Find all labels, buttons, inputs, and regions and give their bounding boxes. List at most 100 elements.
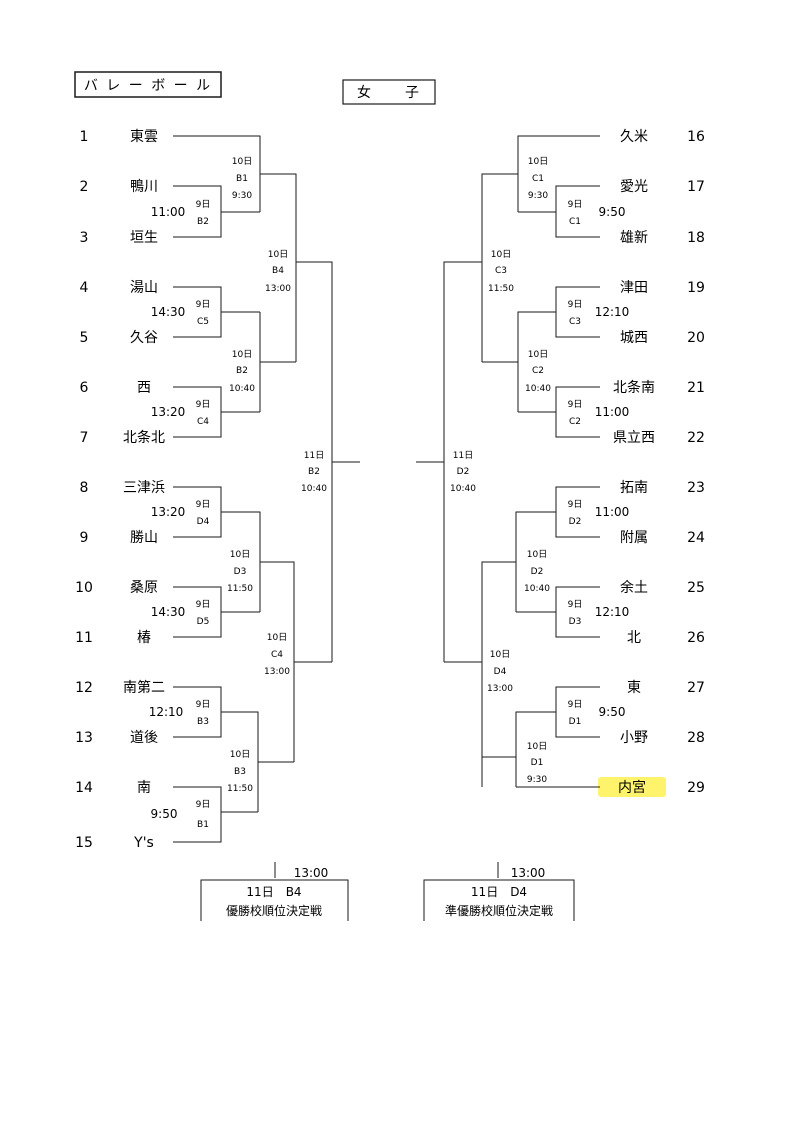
left-bracket-lines bbox=[173, 135, 360, 843]
match-time: 10:40 bbox=[525, 384, 551, 394]
team-name: 久米 bbox=[620, 129, 648, 145]
match-day: 9日 bbox=[196, 799, 211, 810]
match-time: 12:10 bbox=[595, 605, 630, 619]
final-match-right: 13:00 11日 D4 準優勝校順位決定戦 bbox=[423, 862, 575, 921]
team-number: 14 bbox=[75, 780, 93, 796]
match-court: D3 bbox=[569, 617, 582, 627]
match-time: 9:30 bbox=[528, 191, 548, 201]
match-time: 10:40 bbox=[450, 484, 476, 494]
match-court: D1 bbox=[531, 758, 544, 768]
match-time: 11:50 bbox=[227, 584, 253, 594]
match-court: D2 bbox=[531, 567, 544, 577]
team-number: 17 bbox=[687, 179, 705, 195]
match-court: B4 bbox=[272, 266, 284, 276]
match-day: 10日 bbox=[230, 549, 250, 560]
match-day: 9日 bbox=[568, 199, 583, 210]
team-number: 5 bbox=[80, 330, 89, 346]
match-court: C3 bbox=[495, 266, 507, 276]
match-day: 10日 bbox=[232, 349, 252, 360]
match-court: C5 bbox=[197, 317, 209, 327]
match-court: C1 bbox=[532, 174, 544, 184]
team-name: Y's bbox=[133, 835, 154, 851]
team-name: 附属 bbox=[620, 530, 648, 546]
team-name: 勝山 bbox=[130, 530, 158, 546]
team-name: 三津浜 bbox=[123, 480, 165, 496]
match-day: 9日 bbox=[196, 599, 211, 610]
team-name: 雄新 bbox=[620, 230, 648, 246]
match-time: 9:50 bbox=[599, 705, 626, 719]
match-day: 10日 bbox=[268, 249, 288, 260]
match-time: 11:50 bbox=[488, 284, 514, 294]
team-number: 8 bbox=[80, 480, 89, 496]
team-name: 北条北 bbox=[123, 429, 165, 446]
match-court: B2 bbox=[236, 366, 248, 376]
team-name: 東 bbox=[627, 680, 641, 696]
team-number: 1 bbox=[80, 129, 89, 145]
match-time: 13:20 bbox=[151, 405, 186, 419]
sport-title: バ レ ー ボ ー ル bbox=[84, 78, 212, 94]
match-court: C3 bbox=[569, 317, 581, 327]
team-number: 25 bbox=[687, 580, 705, 596]
right-bracket-lines bbox=[416, 135, 600, 788]
match-day: 9日 bbox=[196, 199, 211, 210]
match-day: 9日 bbox=[196, 299, 211, 310]
sport-title-box bbox=[74, 71, 222, 98]
match-court: B1 bbox=[197, 820, 209, 830]
team-name: 道後 bbox=[130, 730, 158, 746]
team-number: 24 bbox=[687, 530, 705, 546]
right-match-labels: 10日 C1 9:30 9日 C1 9:50 10日 C3 11:50 9日 C… bbox=[450, 156, 629, 785]
match-time: 12:10 bbox=[595, 305, 630, 319]
team-number: 15 bbox=[75, 835, 93, 851]
match-day: 11日 bbox=[304, 450, 324, 461]
match-day: 10日 bbox=[528, 156, 548, 167]
team-number: 9 bbox=[80, 530, 89, 546]
match-court: C2 bbox=[532, 366, 544, 376]
match-time: 10:40 bbox=[229, 384, 255, 394]
match-court: B3 bbox=[234, 767, 246, 777]
team-number: 2 bbox=[80, 179, 89, 195]
team-name: 津田 bbox=[620, 280, 648, 296]
team-number: 16 bbox=[687, 129, 705, 145]
match-court: B2 bbox=[308, 467, 320, 477]
gender-title: 女 子 bbox=[357, 84, 421, 101]
match-time: 13:20 bbox=[151, 505, 186, 519]
team-number: 26 bbox=[687, 630, 705, 646]
team-name: 東雲 bbox=[130, 129, 158, 145]
team-number: 13 bbox=[75, 730, 93, 746]
match-day: 9日 bbox=[196, 699, 211, 710]
final-label: 準優勝校順位決定戦 bbox=[445, 903, 553, 918]
team-number: 20 bbox=[687, 330, 705, 346]
team-number: 28 bbox=[687, 730, 705, 746]
team-name: 県立西 bbox=[613, 430, 655, 446]
match-time: 13:00 bbox=[265, 284, 291, 294]
match-day: 10日 bbox=[528, 349, 548, 360]
final-match: 11日 B4 bbox=[246, 885, 301, 899]
team-name: 南第二 bbox=[123, 679, 165, 696]
match-time: 11:00 bbox=[595, 405, 630, 419]
match-court: B1 bbox=[236, 174, 248, 184]
match-court: C4 bbox=[197, 417, 209, 427]
match-time: 11:00 bbox=[151, 205, 186, 219]
match-time: 14:30 bbox=[151, 305, 186, 319]
match-time: 12:10 bbox=[149, 705, 184, 719]
match-day: 9日 bbox=[196, 399, 211, 410]
left-team-list: 1 東雲 2 鴨川 3 垣生 4 湯山 5 久谷 6 西 7 北条北 8 三津浜… bbox=[75, 129, 165, 851]
match-court: D2 bbox=[569, 517, 582, 527]
highlight-marker bbox=[598, 777, 666, 797]
match-day: 10日 bbox=[527, 549, 547, 560]
match-time: 9:30 bbox=[527, 775, 547, 785]
match-day: 9日 bbox=[568, 499, 583, 510]
match-day: 10日 bbox=[491, 249, 511, 260]
team-name: 城西 bbox=[620, 330, 648, 346]
match-court: D3 bbox=[234, 567, 247, 577]
team-number: 27 bbox=[687, 680, 705, 696]
final-time: 13:00 bbox=[511, 866, 546, 880]
final-match-left: 13:00 11日 B4 優勝校順位決定戦 bbox=[200, 862, 349, 921]
match-court: C1 bbox=[569, 217, 581, 227]
final-match: 11日 D4 bbox=[471, 885, 527, 899]
match-day: 10日 bbox=[267, 632, 287, 643]
match-court: D2 bbox=[457, 467, 470, 477]
match-time: 10:40 bbox=[524, 584, 550, 594]
match-court: D4 bbox=[197, 517, 210, 527]
